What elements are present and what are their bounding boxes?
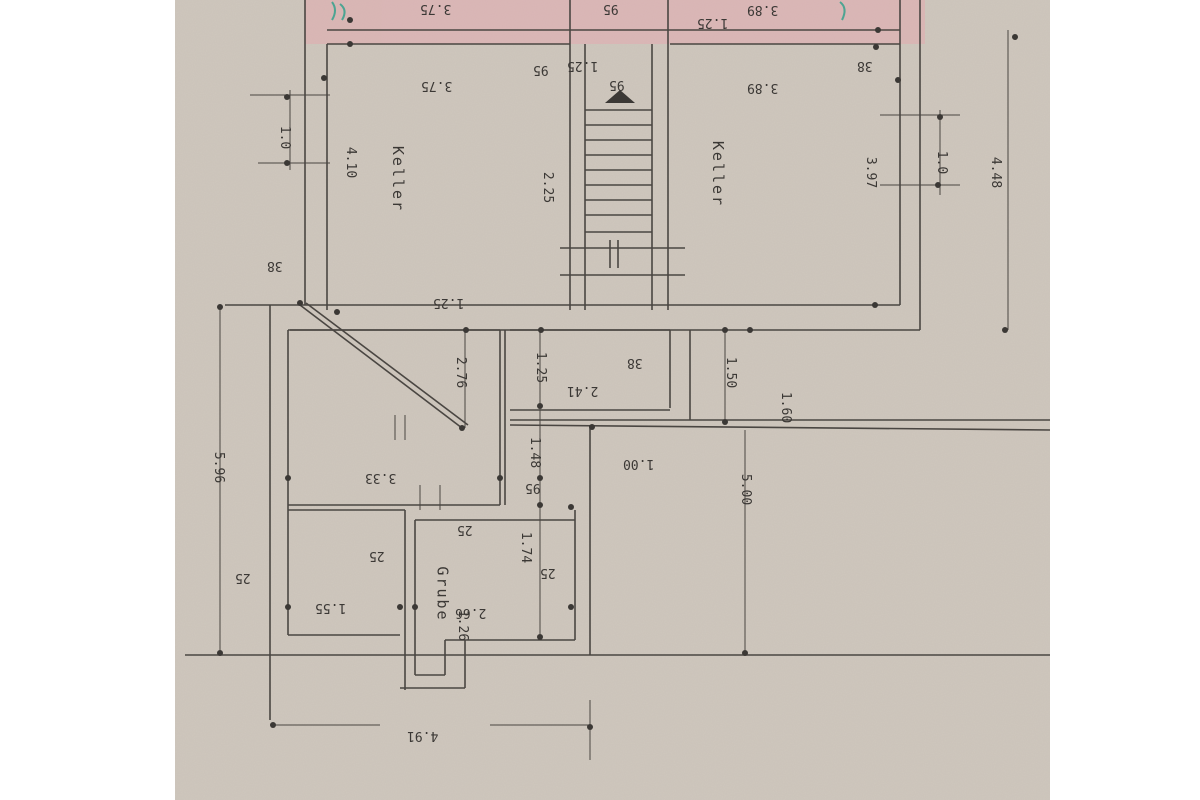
dim-25-b: 25 (369, 548, 385, 563)
room-label-grube: Grube (433, 566, 452, 622)
floor-plan-drawing (175, 0, 1050, 800)
dim-top-95: 95 (603, 1, 619, 16)
dim-inner-right: 3.89 (747, 80, 779, 95)
dim-125-vert: 1.25 (533, 351, 549, 384)
dim-top-left: 3.75 (420, 1, 452, 16)
dim-right-448: 4.48 (988, 156, 1004, 189)
dim-inner-left: 3.75 (421, 78, 453, 93)
dim-491: 4.91 (407, 728, 439, 743)
dim-333: 3.33 (365, 470, 397, 485)
dim-right-10: 1.0 (934, 150, 950, 175)
dim-inner-125: 1.25 (567, 58, 599, 73)
dim-38-mid: 38 (627, 355, 643, 370)
dim-276: 2.76 (453, 356, 469, 389)
teal-marks (331, 1, 846, 21)
dim-right-397: 3.97 (863, 156, 879, 189)
dim-126: 1.26 (455, 609, 471, 642)
dim-inner-95-left: 95 (533, 62, 549, 77)
dim-95-mid: 95 (525, 480, 541, 495)
dim-160: 1.60 (778, 391, 794, 424)
room-label-keller-right: Keller (709, 140, 728, 208)
dim-left-10: 1.0 (277, 125, 293, 150)
dim-500: 5.00 (738, 473, 754, 506)
dim-stair-run: 2.25 (540, 171, 556, 204)
dim-top-right: 3.89 (747, 2, 779, 17)
dim-150: 1.50 (723, 356, 739, 389)
dimension-dots (217, 17, 1018, 730)
walls (185, 0, 1050, 760)
dim-inner-95-right: 95 (609, 77, 625, 92)
drawing-sheet: Keller Keller Grube 3.75 95 3.89 1.25 3.… (175, 0, 1050, 800)
dim-155: 1.55 (315, 600, 347, 615)
stair-arrow (605, 90, 635, 103)
dim-left-410: 4.10 (343, 146, 359, 179)
dim-top-125: 1.25 (697, 15, 729, 30)
dim-241: 2.41 (567, 383, 599, 398)
dim-25-right: 25 (540, 565, 556, 580)
dim-148: 1.48 (527, 436, 543, 469)
room-label-keller-left: Keller (389, 145, 408, 213)
dim-25-a: 25 (457, 522, 473, 537)
dim-100: 1.00 (623, 456, 655, 471)
dim-mid-125: 1.25 (433, 295, 465, 310)
highlighted-wall (305, 0, 925, 44)
dim-right-38: 38 (857, 58, 873, 73)
dim-25-left: 25 (235, 570, 251, 585)
dim-left-38: 38 (267, 258, 283, 273)
dim-596: 5.96 (211, 451, 227, 484)
dim-174: 1.74 (518, 531, 534, 564)
